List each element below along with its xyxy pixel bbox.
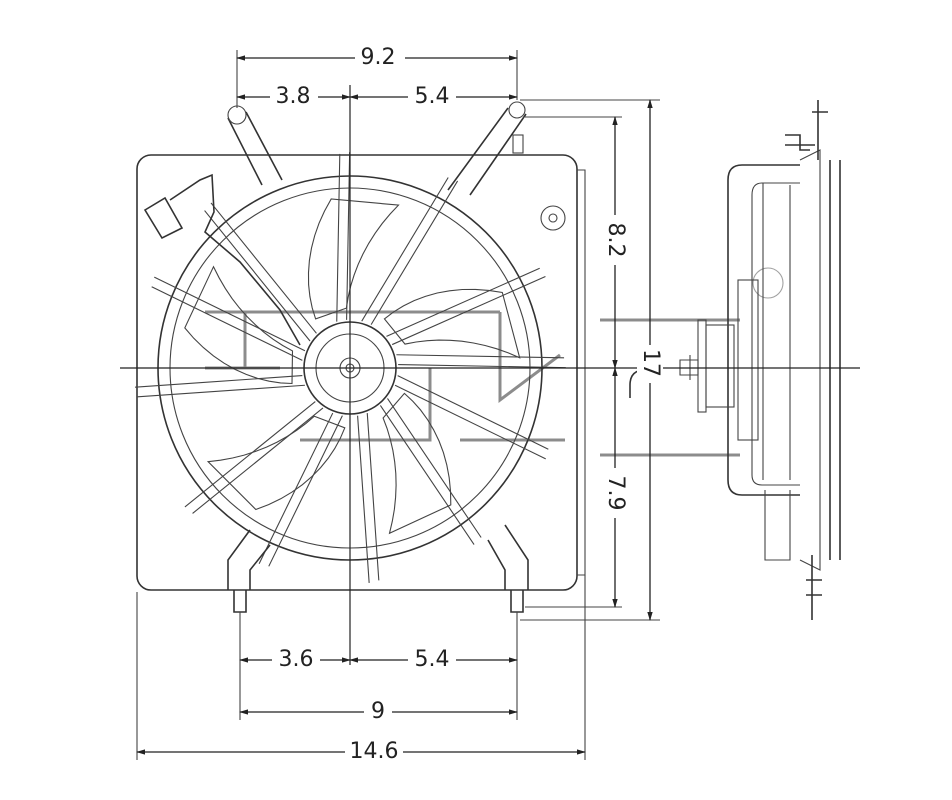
dim-bottom-right: 5.4 [415,647,450,672]
dim-right-overall: 17 [638,349,663,377]
side-fan-edge [829,160,841,560]
dim-bottom-mount: 9 [371,699,385,724]
strut-10 [135,375,305,398]
strut-11 [151,276,306,361]
fan-blade-4 [184,265,294,385]
strut-8 [258,412,343,567]
strut-5 [394,375,549,460]
motor-flange [697,319,707,413]
strut-6 [379,398,482,545]
front-view [135,101,586,613]
top-right-mount-arm [447,107,527,196]
dim-right-upper: 8.2 [603,223,628,258]
dim-top-overall: 9.2 [361,45,396,70]
strut-4 [396,354,566,369]
fan-blade-2 [382,392,452,535]
fan-blade-5 [307,198,400,320]
top-left-mount-tab [227,105,247,125]
strut-9 [184,401,324,514]
mount-hole-center [548,213,558,223]
dimensions: 9.2 3.8 5.4 3.6 5.4 9 14.6 8.2 17 7.9 [136,45,663,765]
side-view [629,100,841,620]
strut-1 [336,152,351,322]
strut-3 [386,267,546,346]
shroud-frame [136,154,578,591]
side-ring [762,149,821,571]
shroud-side-edge [577,169,586,576]
side-shroud [727,164,800,496]
strut-7 [357,413,380,583]
side-lower-bracket [764,490,791,561]
mount-hole [540,205,566,231]
bottom-right-leg [487,524,529,613]
motor-body [705,324,735,408]
side-top-bracket [785,100,828,160]
dim-bottom-overall: 14.6 [350,739,399,764]
bottom-left-leg [227,529,271,613]
dim-top-left: 3.8 [276,84,311,109]
top-right-stud [512,134,524,154]
side-shroud-inner [751,182,800,486]
registered-mark-icon [752,267,784,299]
dim-right-lower: 7.9 [603,476,628,511]
fan-blades-and-struts [135,152,566,583]
dim-bottom-left: 3.6 [279,647,314,672]
fan-blade-3 [206,415,346,511]
fan-blade-1 [383,288,521,359]
motor-mount-plate [737,279,759,441]
strut-12 [204,202,317,342]
dim-top-right: 5.4 [415,84,450,109]
top-right-mount-tab [508,101,526,119]
extension-lines [136,50,660,760]
wire-connector [143,173,301,346]
side-bottom-bracket [806,555,822,620]
top-left-mount-arm [227,111,283,186]
strut-2 [361,177,459,325]
